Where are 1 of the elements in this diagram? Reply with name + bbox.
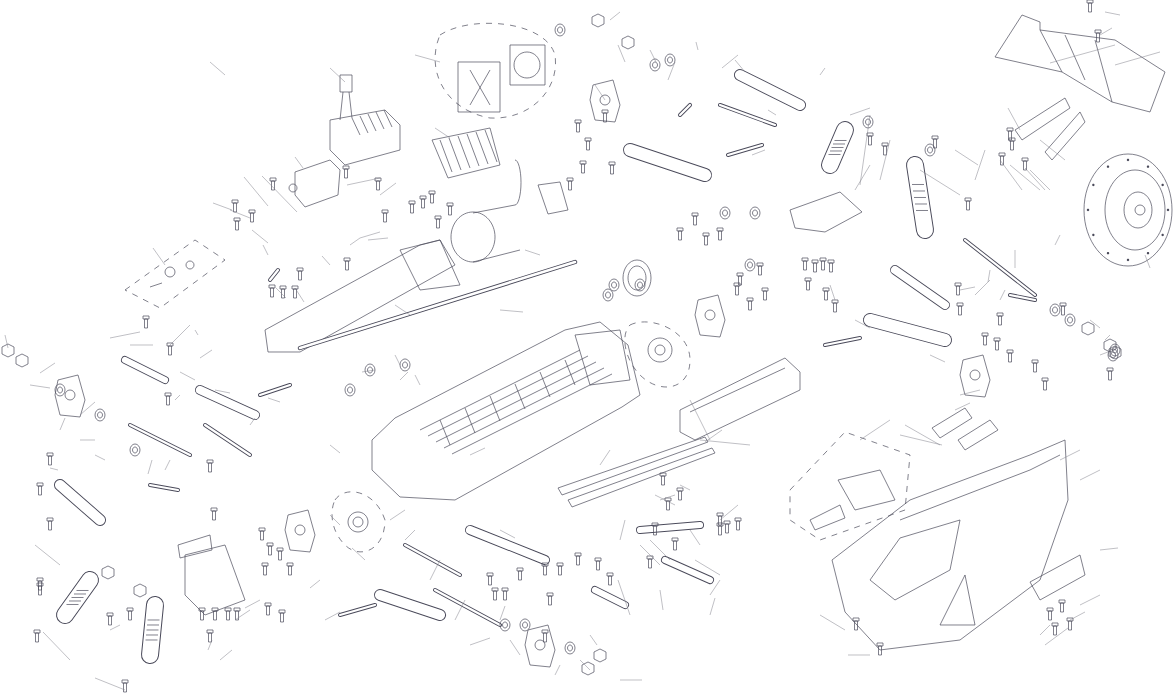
- rc-car-exploded-drawing: [1, 0, 1173, 693]
